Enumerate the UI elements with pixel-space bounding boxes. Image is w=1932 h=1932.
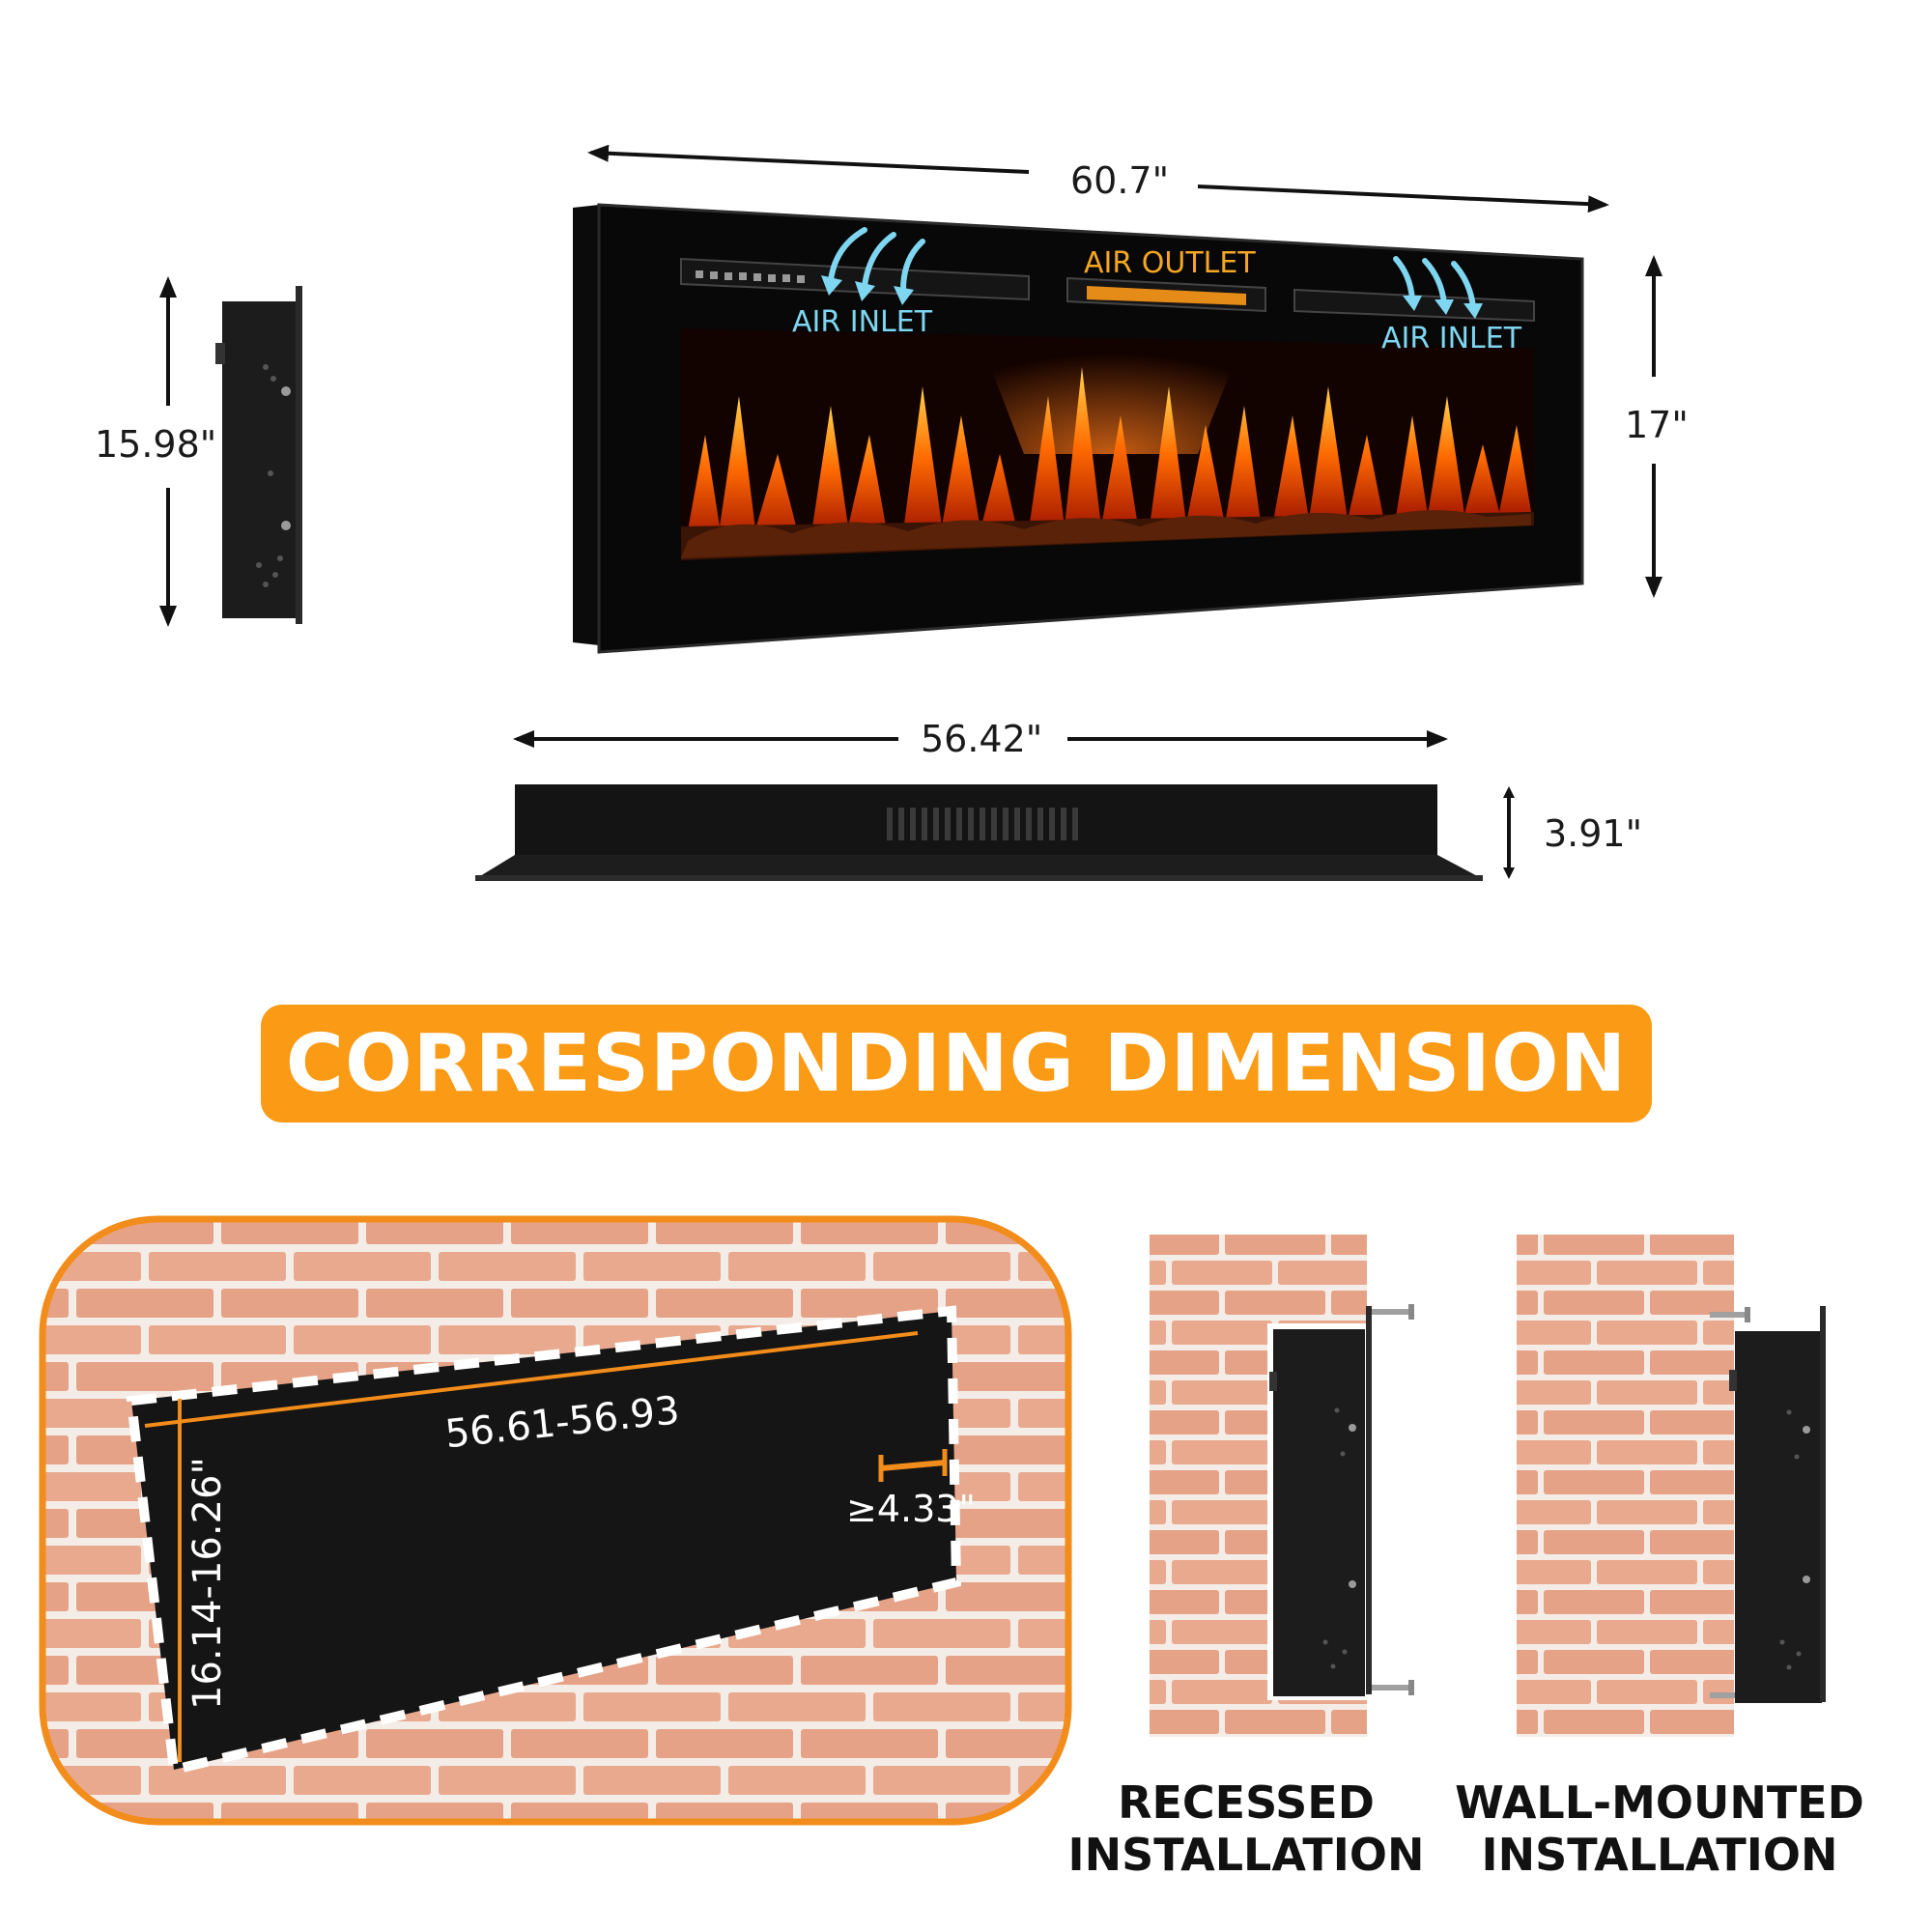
cutout-width-line bbox=[144, 1331, 919, 1428]
wall-mounted-label-line2: INSTALLATION bbox=[1482, 1829, 1838, 1881]
depth-label: 3.91" bbox=[1544, 812, 1642, 855]
clearance-label: ≥4.33" bbox=[846, 1488, 976, 1530]
top-width-label: 56.42" bbox=[921, 718, 1042, 760]
clearance-line bbox=[880, 1460, 946, 1471]
fireplace-front bbox=[573, 203, 1584, 654]
cutout-illustration: 56.61-56.93 16.14-16.26" ≥4.33" bbox=[39, 1215, 1072, 1826]
wall-mounted-label-line1: WALL-MOUNTED bbox=[1455, 1776, 1864, 1829]
side-height-label: 15.98" bbox=[95, 423, 216, 466]
side-view bbox=[215, 286, 302, 624]
recessed-installation-illustration bbox=[1150, 1235, 1414, 1737]
air-outlet-label: AIR OUTLET bbox=[1084, 246, 1256, 280]
air-inlet-right-label: AIR INLET bbox=[1381, 322, 1522, 355]
top-view bbox=[475, 784, 1483, 881]
corresponding-dimension-banner: CORRESPONDING DIMENSION bbox=[261, 1005, 1652, 1122]
recessed-label-line2: INSTALLATION bbox=[1068, 1829, 1425, 1881]
wall-mounted-installation-illustration bbox=[1517, 1235, 1826, 1737]
air-inlet-left-label: AIR INLET bbox=[792, 305, 933, 339]
recessed-label-line1: RECESSED bbox=[1118, 1776, 1375, 1829]
front-height-label: 17" bbox=[1625, 404, 1689, 446]
front-width-label: 60.7" bbox=[1070, 159, 1169, 202]
cutout-height-label: 16.14-16.26" bbox=[185, 1457, 230, 1710]
flames bbox=[686, 367, 1531, 541]
screw-icon bbox=[1372, 1304, 1414, 1695]
banner-title: CORRESPONDING DIMENSION bbox=[285, 1017, 1628, 1110]
front-width-arrow-right bbox=[1197, 185, 1609, 213]
front-width-arrow-left bbox=[587, 144, 1030, 174]
